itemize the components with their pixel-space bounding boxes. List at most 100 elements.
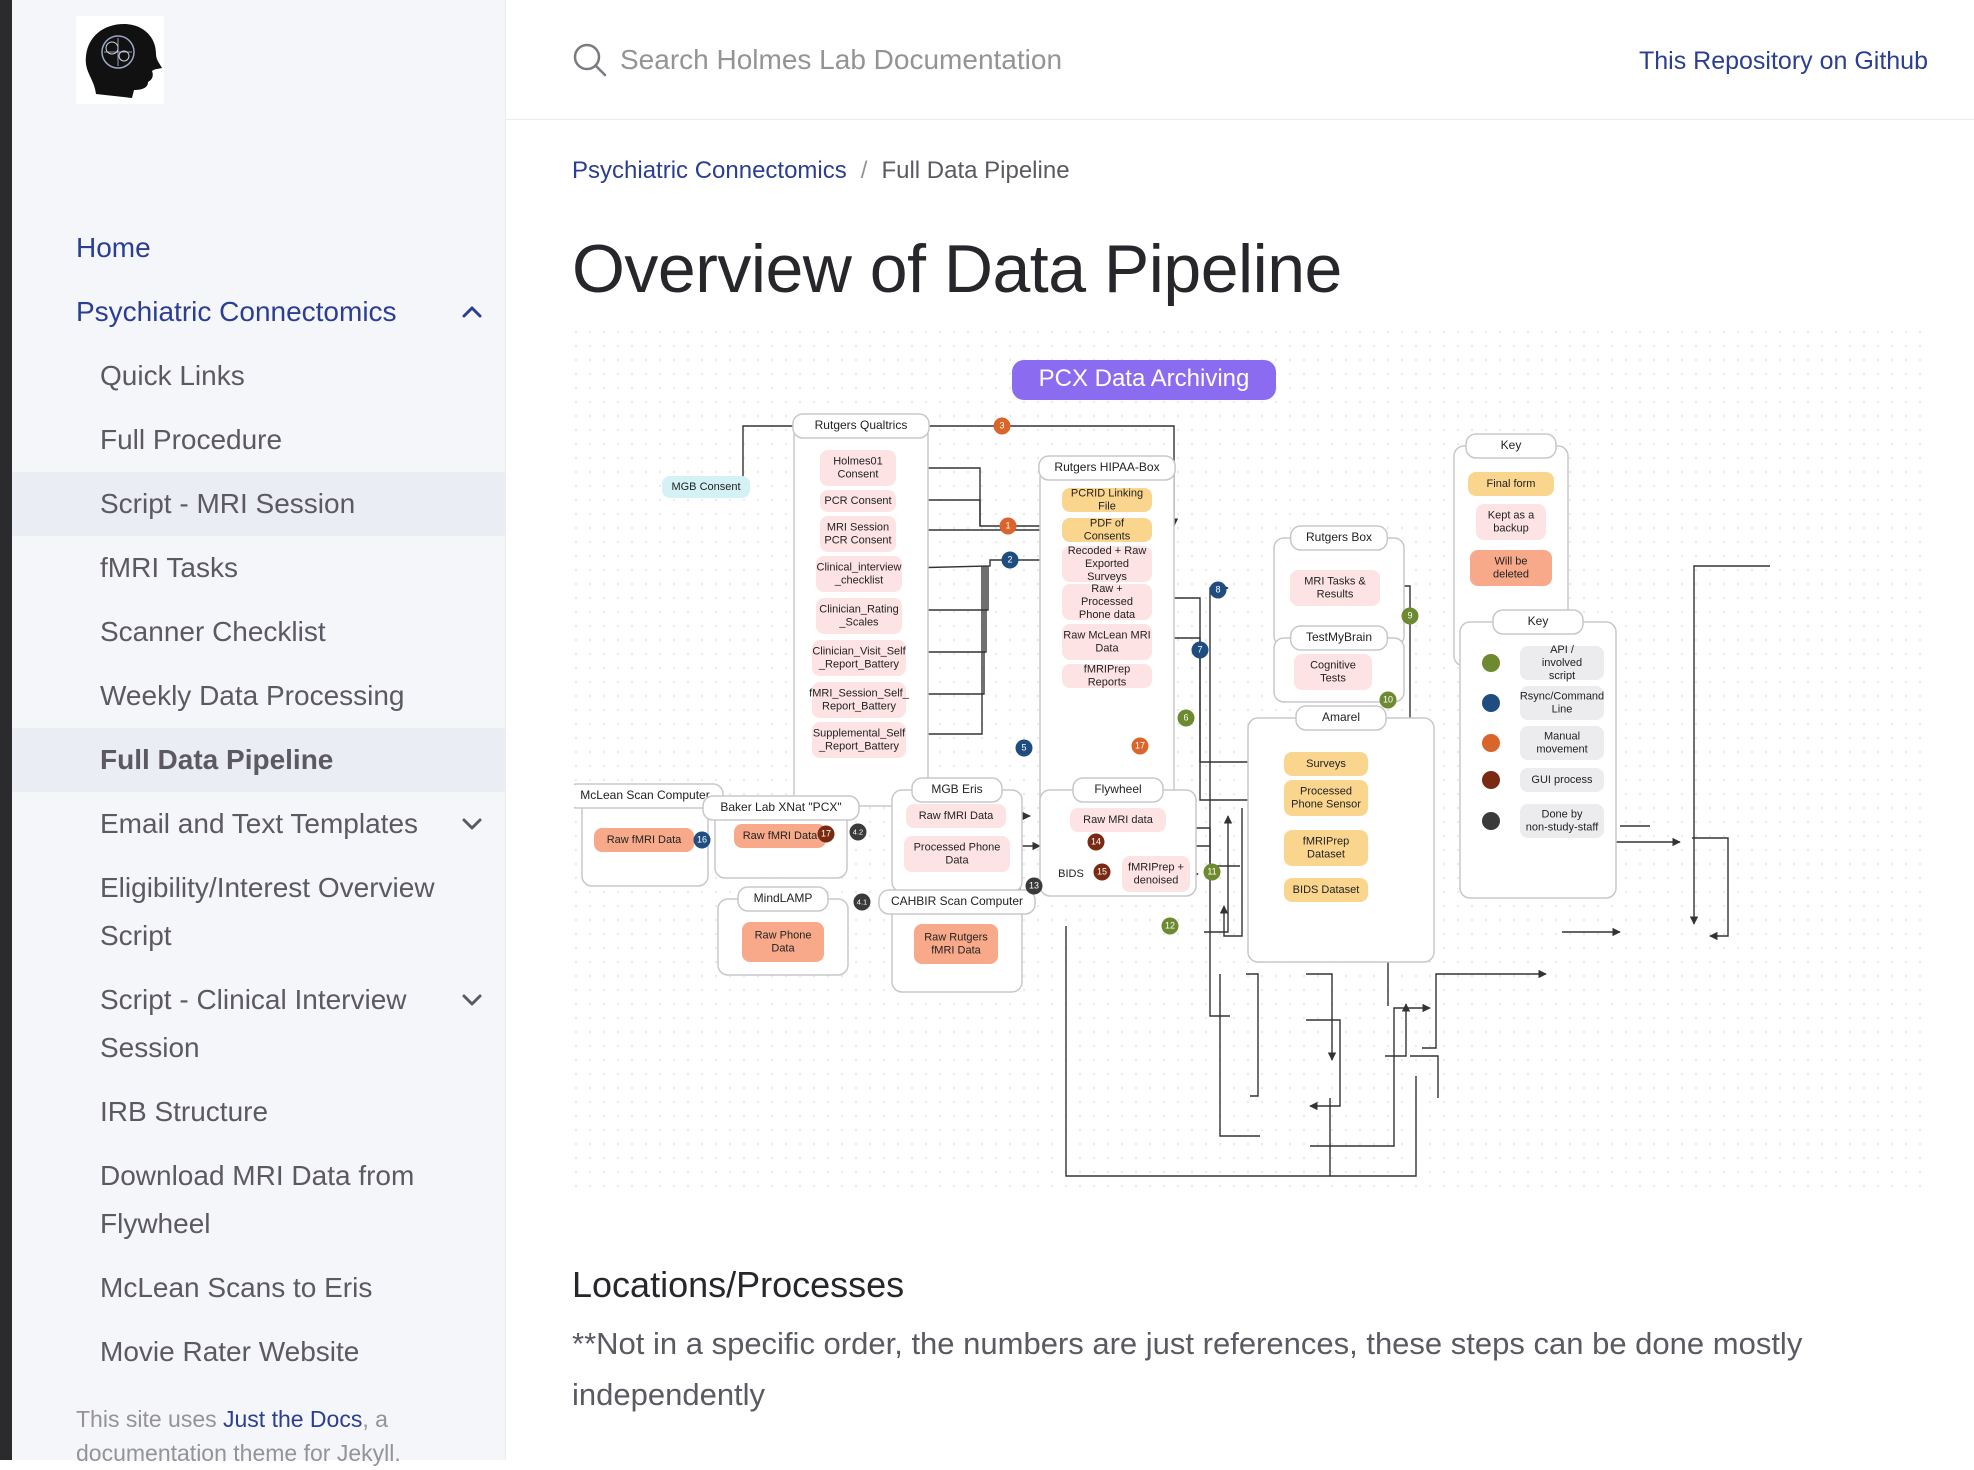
- nav-label: Quick Links: [100, 360, 245, 391]
- nav-full-procedure[interactable]: Full Procedure: [12, 408, 506, 472]
- key-dot: [1482, 694, 1500, 712]
- node-mindlamp_raw: [742, 922, 824, 962]
- key-dot: [1482, 812, 1500, 830]
- nav-clinical-interview-script[interactable]: Script - Clinical Interview Session: [12, 968, 506, 1080]
- nav-full-data-pipeline[interactable]: Full Data Pipeline: [12, 728, 506, 792]
- nav-email-text-templates[interactable]: Email and Text Templates: [12, 792, 506, 856]
- nav-fmri-tasks[interactable]: fMRI Tasks: [12, 536, 506, 600]
- node-label-bids: BIDS: [1058, 868, 1084, 880]
- key-dot: [1482, 734, 1500, 752]
- breadcrumb-separator: /: [860, 157, 868, 184]
- node-label-mclean_raw: Raw fMRI Data: [607, 834, 682, 846]
- step-badge-label: 7: [1197, 645, 1202, 655]
- nav-label: IRB Structure: [100, 1096, 269, 1127]
- step-badge-label: 4.1: [857, 897, 867, 906]
- flow-edge: [1156, 637, 1281, 805]
- node-label-mri_tasks: MRI Tasks &Results: [1304, 576, 1366, 601]
- nav-label: Movie Rater Website: [100, 1336, 360, 1367]
- node-pcrid: [1062, 488, 1152, 512]
- flow-edge: [1692, 837, 1729, 941]
- node-mri_pcr: [820, 516, 896, 552]
- github-repo-link[interactable]: This Repository on Github: [1638, 47, 1928, 75]
- node-label-clin_check: Clinical_interview_checklist: [817, 562, 902, 587]
- search-input[interactable]: Search Holmes Lab Documentation: [620, 44, 1063, 75]
- nav-movie-rater[interactable]: Movie Rater Website: [12, 1320, 506, 1384]
- nav-download-mri-flywheel[interactable]: Download MRI Data from Flywheel: [12, 1144, 506, 1256]
- node-eris_phone: [904, 836, 1010, 872]
- flow-edge: [908, 566, 987, 653]
- nav-eligibility-script[interactable]: Eligibility/Interest Overview Script: [12, 856, 506, 968]
- nav-quick-links[interactable]: Quick Links: [12, 344, 506, 408]
- node-fly_raw: [1070, 808, 1166, 832]
- node-recoded: [1062, 546, 1152, 582]
- nav-mclean-scans-eris[interactable]: McLean Scans to Eris: [12, 1256, 506, 1320]
- group-label-tmb: TestMyBrain: [1306, 630, 1372, 644]
- node-key_manual: [1520, 726, 1604, 760]
- group-label-box: [1289, 625, 1389, 651]
- step-badge: [993, 417, 1011, 435]
- nav-irb-structure[interactable]: IRB Structure: [12, 1080, 506, 1144]
- node-mclean_raw: [594, 828, 694, 852]
- nav-psychiatric-connectomics[interactable]: Psychiatric Connectomics: [12, 280, 506, 344]
- step-badge: [817, 825, 835, 843]
- node-eris_raw: [906, 804, 1006, 828]
- chevron-down-icon[interactable]: [456, 984, 488, 1016]
- sidebar-nav: Home Psychiatric Connectomics Quick Link…: [12, 216, 506, 1384]
- node-supp_self: [812, 722, 906, 758]
- just-the-docs-link[interactable]: Just the Docs: [223, 1406, 363, 1432]
- node-key_final: [1468, 472, 1554, 496]
- group-label-box: [702, 795, 860, 821]
- breadcrumb-current: Full Data Pipeline: [881, 157, 1070, 184]
- nav-label: Weekly Data Processing: [100, 680, 405, 711]
- node-label-surveys: Surveys: [1306, 758, 1346, 770]
- group-label-rbox: Rutgers Box: [1306, 530, 1372, 544]
- node-surveys: [1284, 752, 1368, 776]
- site-logo[interactable]: [76, 16, 164, 104]
- step-badge-label: 9: [1407, 611, 1412, 621]
- search-icon: [573, 43, 607, 77]
- breadcrumb: Psychiatric Connectomics / Full Data Pipel…: [572, 154, 1070, 188]
- node-key_gui: [1520, 768, 1604, 792]
- node-label-fmri_self: fMRI_Session_Self_Report_Battery: [809, 688, 910, 713]
- node-label-key_gui: GUI process: [1531, 774, 1593, 786]
- group-label-box: [737, 886, 829, 912]
- flow-edge: [742, 425, 810, 488]
- node-key_rsync: [1520, 686, 1604, 720]
- nav-scanner-checklist[interactable]: Scanner Checklist: [12, 600, 506, 664]
- node-mgb_consent: [662, 476, 750, 498]
- breadcrumb-parent-link[interactable]: Psychiatric Connectomics: [572, 157, 847, 184]
- flow-edge: [1246, 973, 1259, 1097]
- nav-script-mri-session[interactable]: Script - MRI Session: [12, 472, 506, 536]
- node-fmriprep_reports: [1062, 664, 1152, 688]
- nav-label: Full Procedure: [100, 424, 283, 455]
- step-badge-label: 5: [1021, 743, 1026, 753]
- group-label-box: [1295, 705, 1387, 731]
- nav-home[interactable]: Home: [12, 216, 506, 280]
- page-title: Overview of Data Pipeline: [572, 231, 1342, 307]
- node-label-fly_raw: Raw MRI data: [1083, 814, 1154, 826]
- step-badge-label: 17: [821, 829, 831, 839]
- flow-edge: [907, 555, 1061, 569]
- step-badge-label: 15: [1097, 867, 1107, 877]
- nav-label: Script - MRI Session: [100, 488, 356, 519]
- nav-weekly-data-processing[interactable]: Weekly Data Processing: [12, 664, 506, 728]
- chevron-down-icon[interactable]: [456, 808, 488, 840]
- group-label-box: [792, 413, 930, 439]
- flow-edge: [1219, 808, 1243, 937]
- chevron-up-icon[interactable]: [456, 296, 488, 328]
- node-clin_visit: [812, 640, 906, 676]
- group-label-box: [1492, 609, 1584, 635]
- flow-edge: [1385, 1003, 1411, 1057]
- step-badge-label: 14: [1091, 837, 1101, 847]
- group-label-key2: Key: [1528, 614, 1549, 628]
- step-badge: [1093, 863, 1111, 881]
- group-label-cahbir: CAHBIR Scan Computer: [891, 894, 1023, 908]
